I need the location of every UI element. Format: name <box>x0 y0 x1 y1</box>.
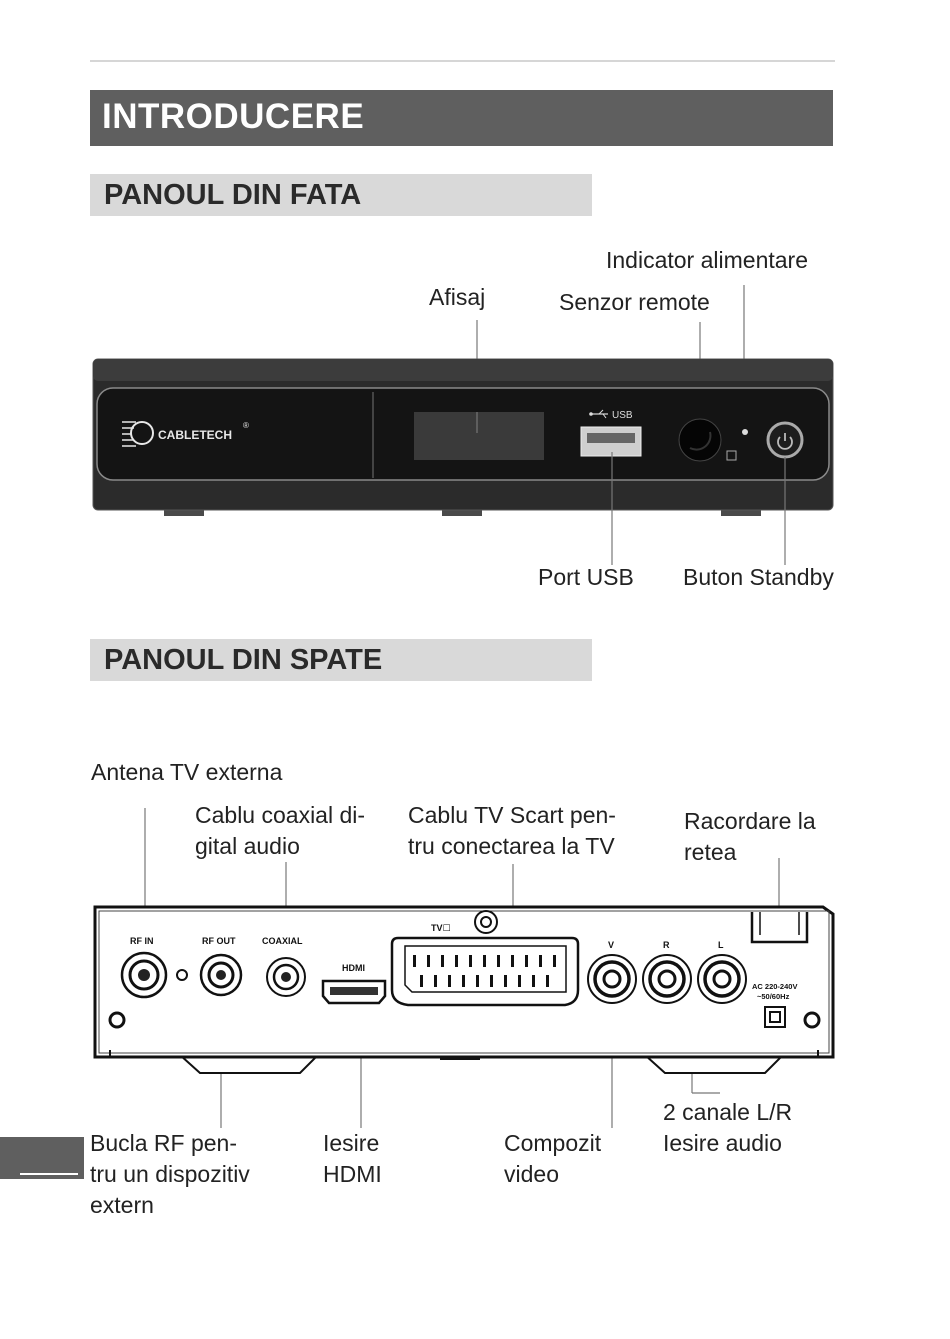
label-standby-button: Buton Standby <box>683 564 834 590</box>
audio-r-port[interactable] <box>642 954 692 1004</box>
usb-icon: USB <box>589 409 633 421</box>
label-audio-line1: 2 canale L/R <box>663 1099 793 1125</box>
label-rf-loop-line1: Bucla RF pen- <box>90 1130 238 1156</box>
page-title: INTRODUCERE <box>102 97 365 136</box>
label-display: Afisaj <box>429 284 486 310</box>
label-rf-loop-line3: extern <box>90 1192 154 1218</box>
label-power-indicator: Indicator alimentare <box>606 247 808 273</box>
power-cable <box>750 912 809 944</box>
rf-out-text: RF OUT <box>202 936 236 946</box>
label-rf-loop-line2: tru un dispozitiv <box>90 1161 250 1187</box>
label-remote-sensor: Senzor remote <box>559 289 710 315</box>
label-antenna: Antena TV externa <box>91 759 283 785</box>
page-tab <box>0 1137 84 1179</box>
label-composite-line1: Compozit <box>504 1130 602 1156</box>
power-indicator-led <box>742 429 748 435</box>
display-window <box>414 412 544 460</box>
label-usb-port: Port USB <box>538 564 634 590</box>
registered-mark: ® <box>243 421 249 430</box>
tv-text: TV☐ <box>431 923 451 933</box>
label-network-line2: retea <box>684 839 737 865</box>
scart-pins <box>413 955 556 987</box>
back-panel-heading: PANOUL DIN SPATE <box>104 644 383 676</box>
front-panel-heading: PANOUL DIN FATA <box>104 179 362 211</box>
front-panel-illustration: CABLETECH ® USB <box>92 285 834 565</box>
audio-l-port[interactable] <box>697 954 747 1004</box>
label-scart-line2: tru conectarea la TV <box>408 833 615 859</box>
label-hdmi-line2: HDMI <box>323 1161 382 1187</box>
ac-rating-line2: ~50/60Hz <box>757 992 790 1001</box>
label-audio-line2: Iesire audio <box>663 1130 782 1156</box>
back-panel-illustration: RF IN RF OUT COAXIAL HDMI TV☐ V R L <box>93 808 835 1128</box>
usb-text: USB <box>612 410 633 421</box>
cabletech-logo: CABLETECH ® <box>122 421 249 447</box>
l-text: L <box>718 940 724 950</box>
back-panel-heading-bar: PANOUL DIN SPATE <box>90 639 592 681</box>
label-coaxial-line1: Cablu coaxial di- <box>195 802 366 828</box>
v-text: V <box>608 940 614 950</box>
power-icon <box>777 436 793 450</box>
top-rule <box>90 60 835 62</box>
label-scart-line1: Cablu TV Scart pen- <box>408 802 616 828</box>
composite-video-port[interactable] <box>587 954 637 1004</box>
remote-sensor <box>678 418 722 462</box>
label-composite-line2: video <box>504 1161 559 1187</box>
label-hdmi-line1: Iesire <box>323 1130 380 1156</box>
rf-in-text: RF IN <box>130 936 154 946</box>
r-text: R <box>663 940 670 950</box>
label-coaxial-line2: gital audio <box>195 833 300 859</box>
label-network-line1: Racordare la <box>684 808 816 834</box>
hdmi-text: HDMI <box>342 963 365 973</box>
coaxial-text: COAXIAL <box>262 936 303 946</box>
front-panel-heading-bar: PANOUL DIN FATA <box>90 174 592 216</box>
ac-rating-line1: AC 220-240V <box>752 982 797 991</box>
brand-text: CABLETECH <box>158 428 232 442</box>
page-title-bar: INTRODUCERE <box>90 90 833 146</box>
